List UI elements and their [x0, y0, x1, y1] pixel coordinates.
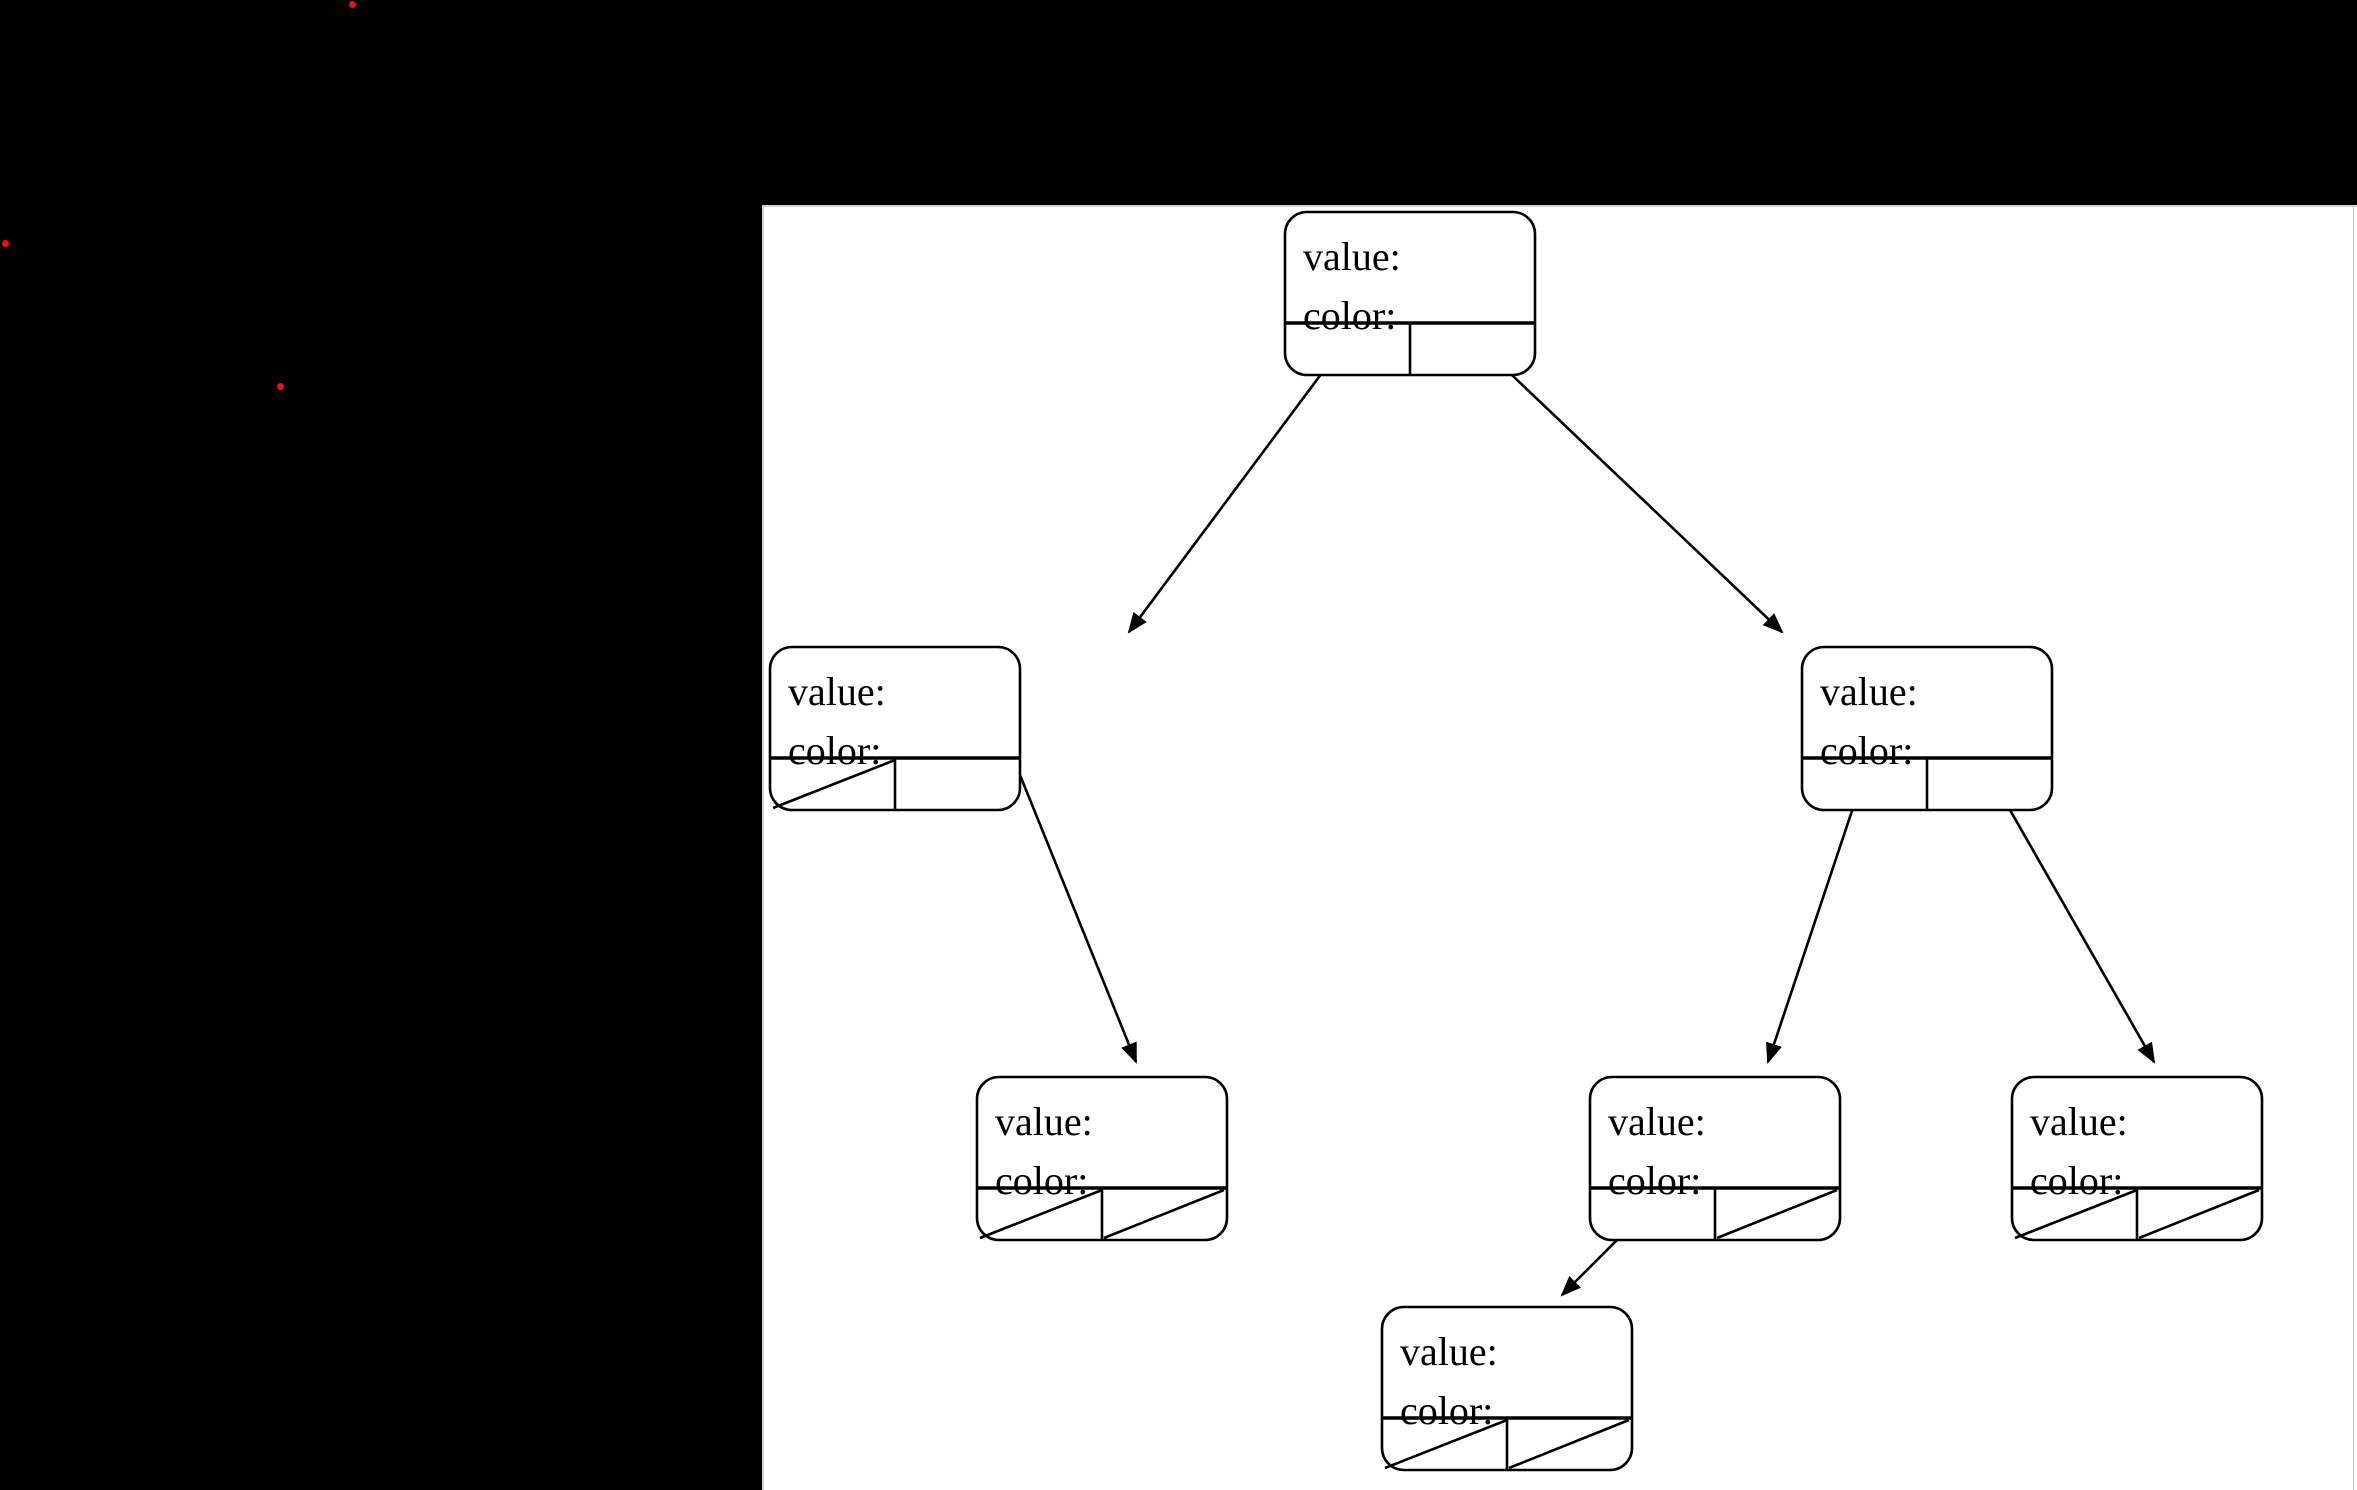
node-root[interactable]: value: color:	[1283, 210, 1537, 377]
node-deep-color-label: color:	[1400, 1388, 1493, 1433]
diagram-viewport-panel[interactable]: value:color:value:color:value:color:valu…	[762, 205, 2357, 1490]
marker-left-dot	[2, 240, 9, 247]
node-deep-left-null-slash	[1384, 1418, 1508, 1470]
node-right-value-label: value:	[1820, 669, 1918, 714]
node-right-right[interactable]: value: color:	[2010, 1075, 2264, 1242]
panel-right-scroll-edge[interactable]	[2353, 207, 2357, 1490]
marker-mid-dot	[277, 383, 284, 390]
tree-diagram-svg[interactable]: value:color:value:color:value:color:valu…	[764, 207, 2357, 1490]
node-right[interactable]: value: color:	[1800, 645, 2054, 812]
node-right-color-label: color:	[1820, 728, 1913, 773]
edge-root-to-left	[1127, 337, 1350, 634]
node-left-right[interactable]: value: color:	[975, 1075, 1229, 1242]
node-left-right-left-null-slash	[979, 1188, 1103, 1240]
node-left-left-null-slash	[772, 758, 896, 810]
edge-root-to-right	[1472, 337, 1784, 634]
node-left-value-label: value:	[788, 669, 886, 714]
node-left-right-right-null-slash	[1103, 1188, 1225, 1240]
node-deep-right-null-slash	[1508, 1418, 1630, 1470]
marker-top-dot	[349, 1, 356, 8]
node-right-left-value-label: value:	[1608, 1099, 1706, 1144]
edges-layer	[1018, 337, 2156, 1297]
left-dark-region	[0, 0, 762, 1490]
node-right-left-color-label: color:	[1608, 1158, 1701, 1203]
node-deep[interactable]: value: color:	[1380, 1305, 1634, 1472]
node-right-left[interactable]: value: color:	[1588, 1075, 1842, 1242]
node-left-color-label: color:	[788, 728, 881, 773]
edge-right-to-right-child	[1988, 774, 2156, 1064]
edge-left-to-child	[1018, 774, 1138, 1064]
node-root-color-label: color:	[1303, 293, 1396, 338]
node-left[interactable]: value: color:	[768, 645, 1022, 812]
node-right-right-value-label: value:	[2030, 1099, 2128, 1144]
node-right-left-right-null-slash	[1716, 1188, 1838, 1240]
node-deep-value-label: value:	[1400, 1329, 1498, 1374]
node-right-right-left-null-slash	[2014, 1188, 2138, 1240]
node-right-right-color-label: color:	[2030, 1158, 2123, 1203]
node-left-right-color-label: color:	[995, 1158, 1088, 1203]
edge-right-to-left-child	[1766, 774, 1866, 1064]
nodes-layer: value:color:value:color:value:color:valu…	[768, 210, 2264, 1472]
node-root-value-label: value:	[1303, 234, 1401, 279]
node-right-right-right-null-slash	[2138, 1188, 2260, 1240]
node-left-right-value-label: value:	[995, 1099, 1093, 1144]
